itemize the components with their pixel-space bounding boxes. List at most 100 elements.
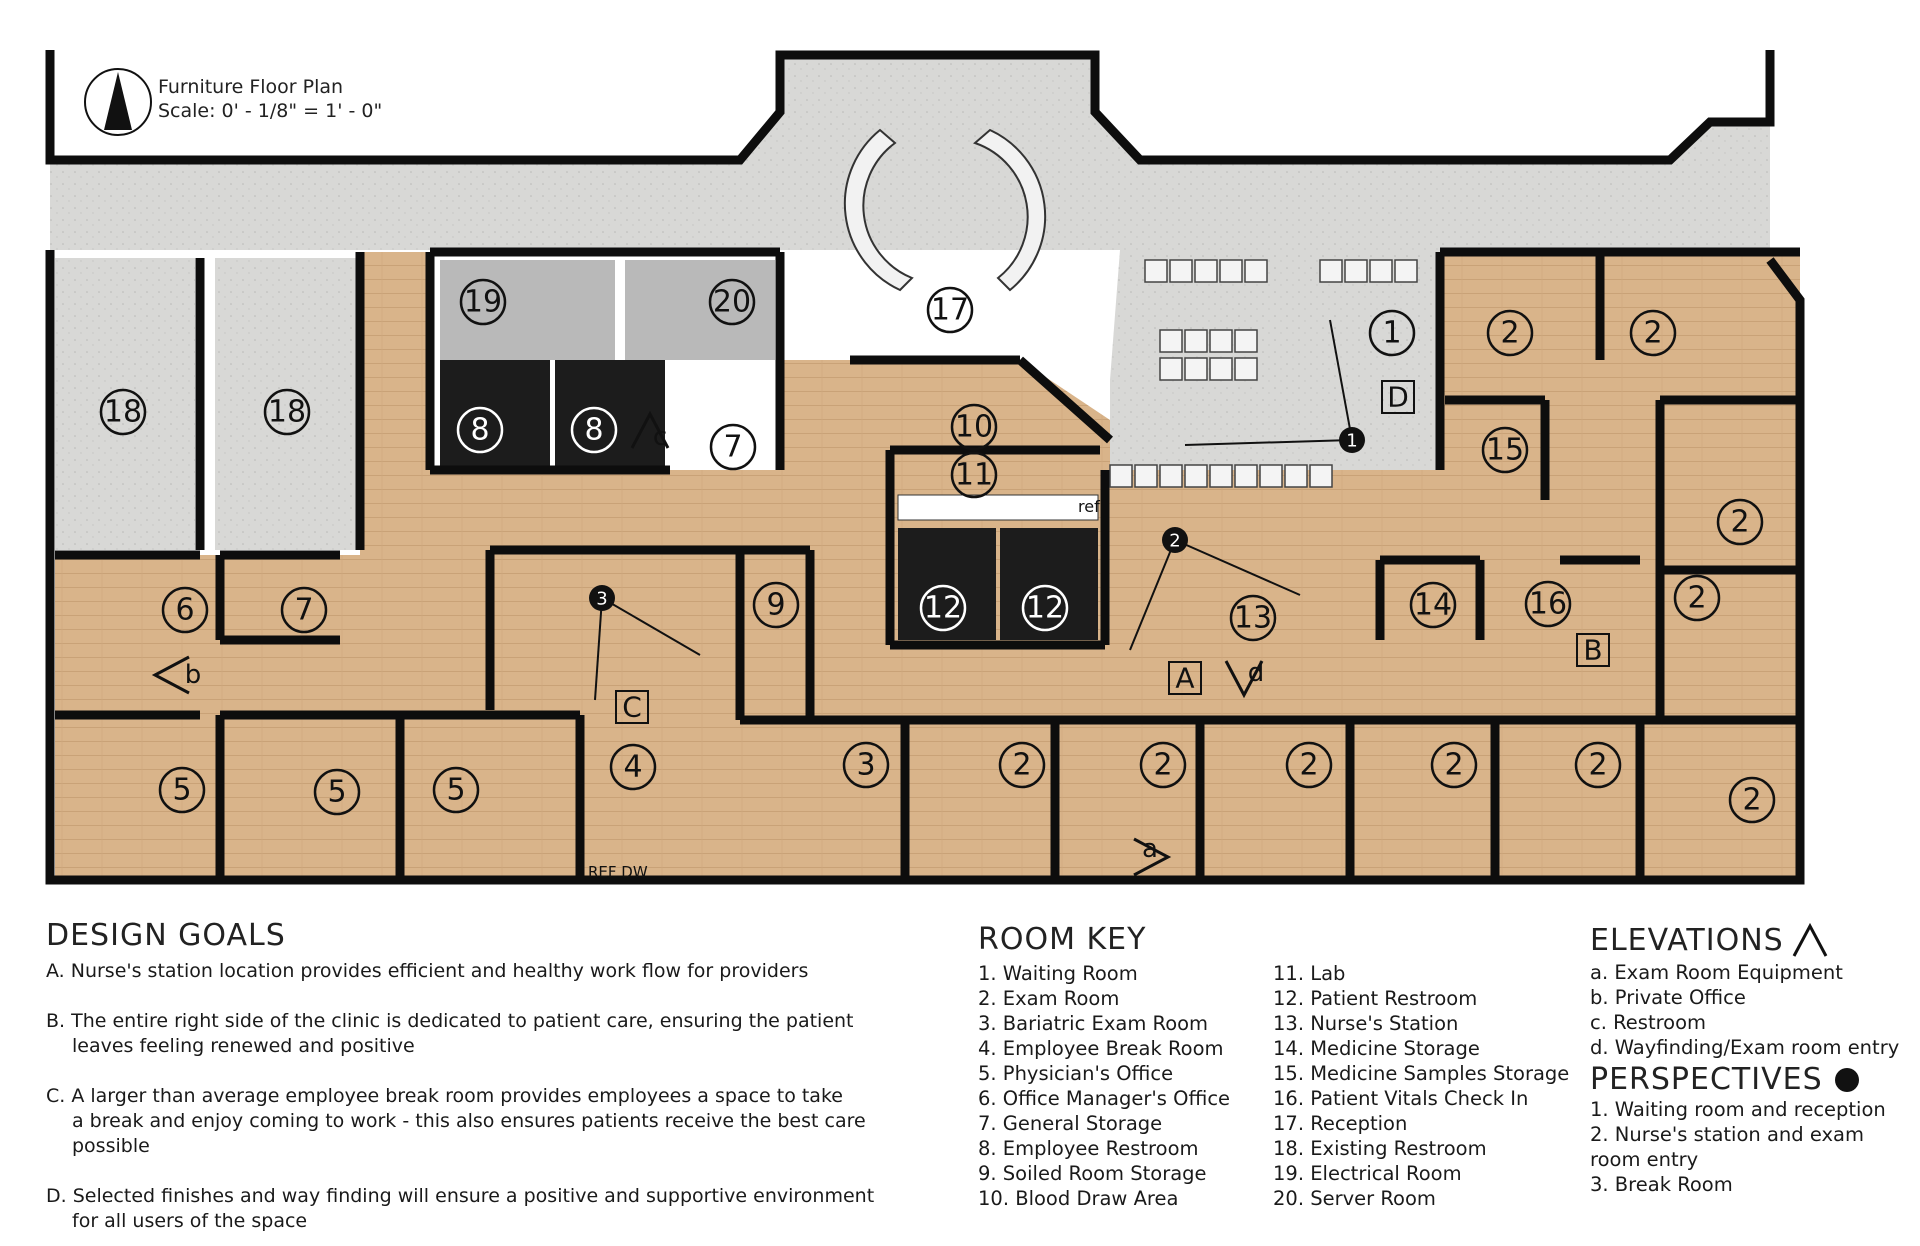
room-key-item: 17. Reception: [1273, 1112, 1408, 1135]
reception-desk: [843, 128, 1047, 292]
room-number-marker: 11: [950, 451, 998, 499]
room-number-marker: 13: [1229, 594, 1277, 642]
room-number-marker: 8: [456, 406, 504, 454]
perspective-item: 1. Waiting room and reception: [1590, 1098, 1886, 1121]
room-marker-label: 20: [713, 285, 751, 320]
room-marker-label: 2: [1444, 748, 1463, 783]
goal-marker-box: [1576, 633, 1610, 667]
room-marker-label: 17: [931, 293, 969, 328]
perspective-markers: 123: [589, 427, 1365, 611]
design-goals-heading: DESIGN GOALS: [46, 918, 286, 953]
goal-marker-box: [1168, 661, 1202, 695]
room-marker-circle: [998, 741, 1046, 789]
perspective-marker-dot: [1162, 527, 1188, 553]
room-marker-circle: [1629, 309, 1677, 357]
room-number-marker: 2: [998, 741, 1046, 789]
room-number-marker: 19: [459, 278, 507, 326]
room-key-item: 11. Lab: [1273, 962, 1346, 985]
elevation-marker: [1224, 660, 1264, 699]
elevation-symbol-icon: [1792, 922, 1828, 957]
room-marker-label: 2: [1588, 748, 1607, 783]
room-marker-circle: [1285, 741, 1333, 789]
room-key-item: 8. Employee Restroom: [978, 1137, 1199, 1160]
elevation-chevron-icon: [1224, 660, 1264, 699]
room-marker-circle: [1524, 580, 1572, 628]
room-key-item: 12. Patient Restroom: [1273, 987, 1478, 1010]
room-marker-label: 13: [1234, 601, 1272, 636]
room-number-marker: 5: [313, 768, 361, 816]
room-marker-label: 2: [1012, 748, 1031, 783]
room-marker-circle: [280, 586, 328, 634]
room-number-marker: 3: [842, 741, 890, 789]
design-goal-d: D. Selected finishes and way finding wil…: [46, 1185, 875, 1232]
room-marker-label: 9: [766, 588, 785, 623]
room-marker-label: 16: [1529, 587, 1567, 622]
goal-marker-label: B: [1583, 634, 1602, 667]
room-number-marker: 9: [752, 581, 800, 629]
room-marker-circle: [709, 423, 757, 471]
elevation-marker: [1133, 837, 1172, 877]
room-number-marker: 4: [609, 743, 657, 791]
elevation-marker-label: a: [1142, 834, 1158, 864]
plan-title: Furniture Floor Plan: [158, 76, 343, 98]
room-number-marker: 7: [709, 423, 757, 471]
room-key-item: 2. Exam Room: [978, 987, 1120, 1010]
room-marker-label: 2: [1643, 316, 1662, 351]
room-marker-label: 1: [1382, 316, 1401, 351]
room-marker-label: 2: [1730, 505, 1749, 540]
room-marker-circle: [926, 286, 974, 334]
fridge-label: ref: [1078, 497, 1100, 516]
room-key-item: 3. Bariatric Exam Room: [978, 1012, 1209, 1035]
room-marker-circle: [1716, 498, 1764, 546]
room-number-marker: 6: [161, 586, 209, 634]
room-number-marker: 18: [263, 388, 311, 436]
goal-marker-box: [615, 690, 649, 724]
room-number-marker: 12: [1021, 584, 1069, 632]
room-key-item: 13. Nurse's Station: [1273, 1012, 1459, 1035]
room-key-item: 9. Soiled Room Storage: [978, 1162, 1207, 1185]
elevation-marker-label: c: [653, 422, 667, 452]
room-marker-label: 8: [470, 413, 489, 448]
room-number-marker: 7: [280, 586, 328, 634]
room-key-item: 7. General Storage: [978, 1112, 1163, 1135]
walls: [45, 50, 1805, 885]
perspective-marker-dot: [1339, 427, 1365, 453]
waiting-chairs: [1109, 259, 1418, 488]
room-marker-circle: [919, 584, 967, 632]
electrical-room: [440, 260, 615, 360]
goal-marker-label: D: [1387, 381, 1409, 414]
room-marker-label: 2: [1299, 748, 1318, 783]
room-marker-circle: [459, 278, 507, 326]
room-marker-circle: [161, 586, 209, 634]
lab-counter: [897, 494, 1099, 521]
room-number-marker: 1: [1368, 309, 1416, 357]
goal-marker-label: A: [1175, 662, 1194, 695]
perspective-arrows: [594, 319, 1353, 701]
elevation-chevron-icon: [151, 655, 190, 695]
room-number-marker: 2: [1139, 741, 1187, 789]
room-marker-label: 5: [172, 773, 191, 808]
elevation-chevron-icon: [1133, 837, 1172, 877]
room-marker-circle: [313, 768, 361, 816]
room-marker-circle: [1728, 776, 1776, 824]
room-marker-circle: [1673, 574, 1721, 622]
elevation-marker: [151, 655, 190, 695]
room-number-marker: 15: [1481, 426, 1529, 474]
room-key-item: 15. Medicine Samples Storage: [1273, 1062, 1570, 1085]
room-marker-circle: [158, 766, 206, 814]
elevation-marker: [630, 410, 670, 449]
room-marker-circle: [1486, 309, 1534, 357]
room-number-marker: 16: [1524, 580, 1572, 628]
room-marker-label: 19: [464, 285, 502, 320]
room-number-marker: 2: [1629, 309, 1677, 357]
room-marker-circle: [456, 406, 504, 454]
room-number-marker: 17: [926, 286, 974, 334]
room-marker-label: 8: [584, 413, 603, 448]
room-marker-label: 7: [723, 430, 742, 465]
room-key-item: 6. Office Manager's Office: [978, 1087, 1231, 1110]
